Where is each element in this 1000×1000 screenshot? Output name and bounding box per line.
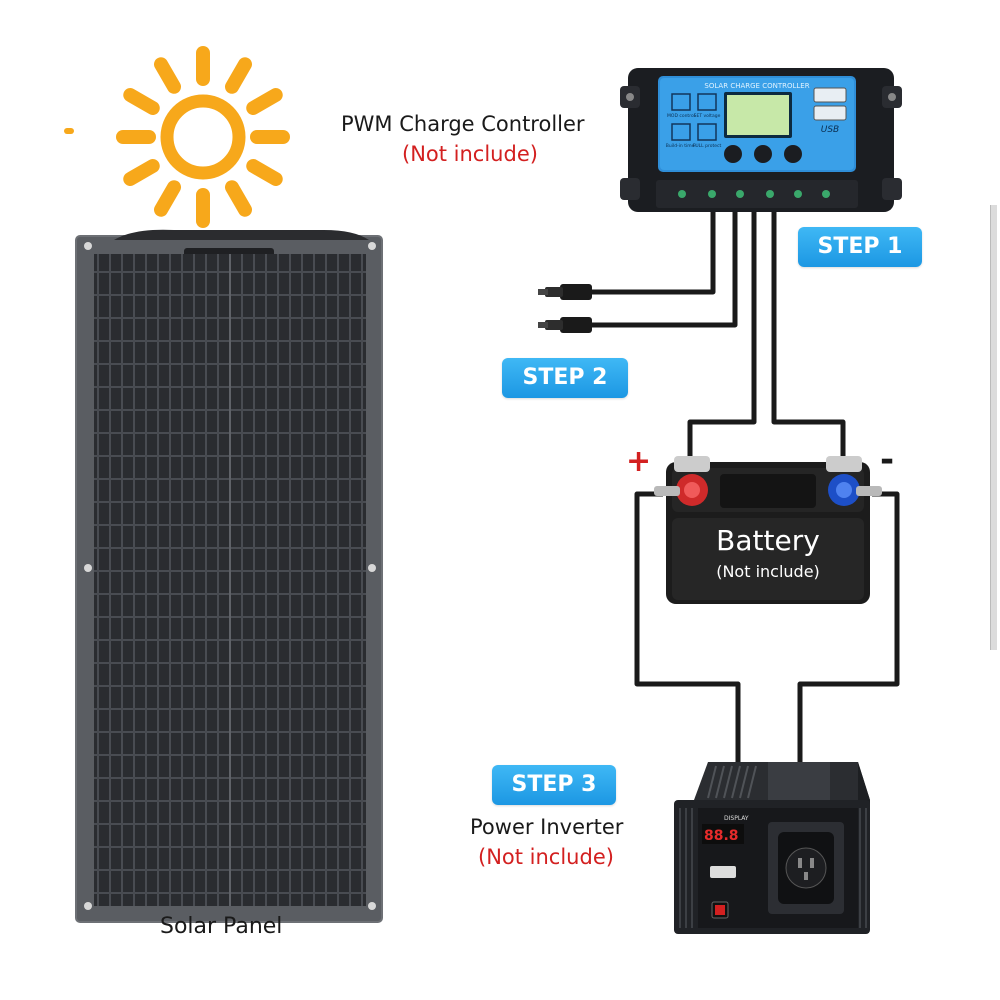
svg-text:FULL protect: FULL protect <box>693 143 722 149</box>
charge-controller-note: (Not include) <box>402 142 538 166</box>
solar-panel-label: Solar Panel <box>160 914 283 939</box>
sun-icon <box>64 46 290 228</box>
solar-input-wire-1 <box>590 212 716 295</box>
battery-image <box>654 456 882 604</box>
step-1-badge: STEP 1 <box>798 227 922 267</box>
svg-text:SET voltage: SET voltage <box>694 113 721 119</box>
battery-wire-positive <box>687 212 757 462</box>
svg-text:88.8: 88.8 <box>704 828 739 844</box>
solar-panel-image <box>75 229 383 923</box>
power-inverter-label: Power Inverter <box>470 815 624 839</box>
edge-frame-divider <box>990 205 997 650</box>
svg-text:MOD control: MOD control <box>667 113 695 119</box>
svg-text:DISPLAY: DISPLAY <box>724 815 749 822</box>
step-2-badge: STEP 2 <box>502 358 628 398</box>
mc4-connector-icon <box>538 284 592 333</box>
battery-plus-sign: + <box>626 444 652 479</box>
battery-wire-negative <box>771 212 846 462</box>
step-3-badge: STEP 3 <box>492 765 616 805</box>
power-inverter-image: DISPLAY 88.8 <box>674 762 870 934</box>
solar-input-wire-2 <box>590 212 738 328</box>
inverter-wire-positive <box>634 491 741 770</box>
battery-label: Battery <box>716 524 820 557</box>
battery-note: (Not include) <box>716 562 820 581</box>
svg-text:SOLAR CHARGE CONTROLLER: SOLAR CHARGE CONTROLLER <box>704 82 809 90</box>
power-inverter-note: (Not include) <box>478 845 614 869</box>
inverter-wire-negative <box>797 491 900 770</box>
charge-controller-label: PWM Charge Controller <box>341 112 585 136</box>
battery-minus-sign: - <box>880 440 895 480</box>
charge-controller-image: SOLAR CHARGE CONTROLLER MOD control SET … <box>620 68 902 212</box>
svg-text:USB: USB <box>821 125 839 135</box>
svg-text:Build-in timer: Build-in timer <box>666 143 697 149</box>
